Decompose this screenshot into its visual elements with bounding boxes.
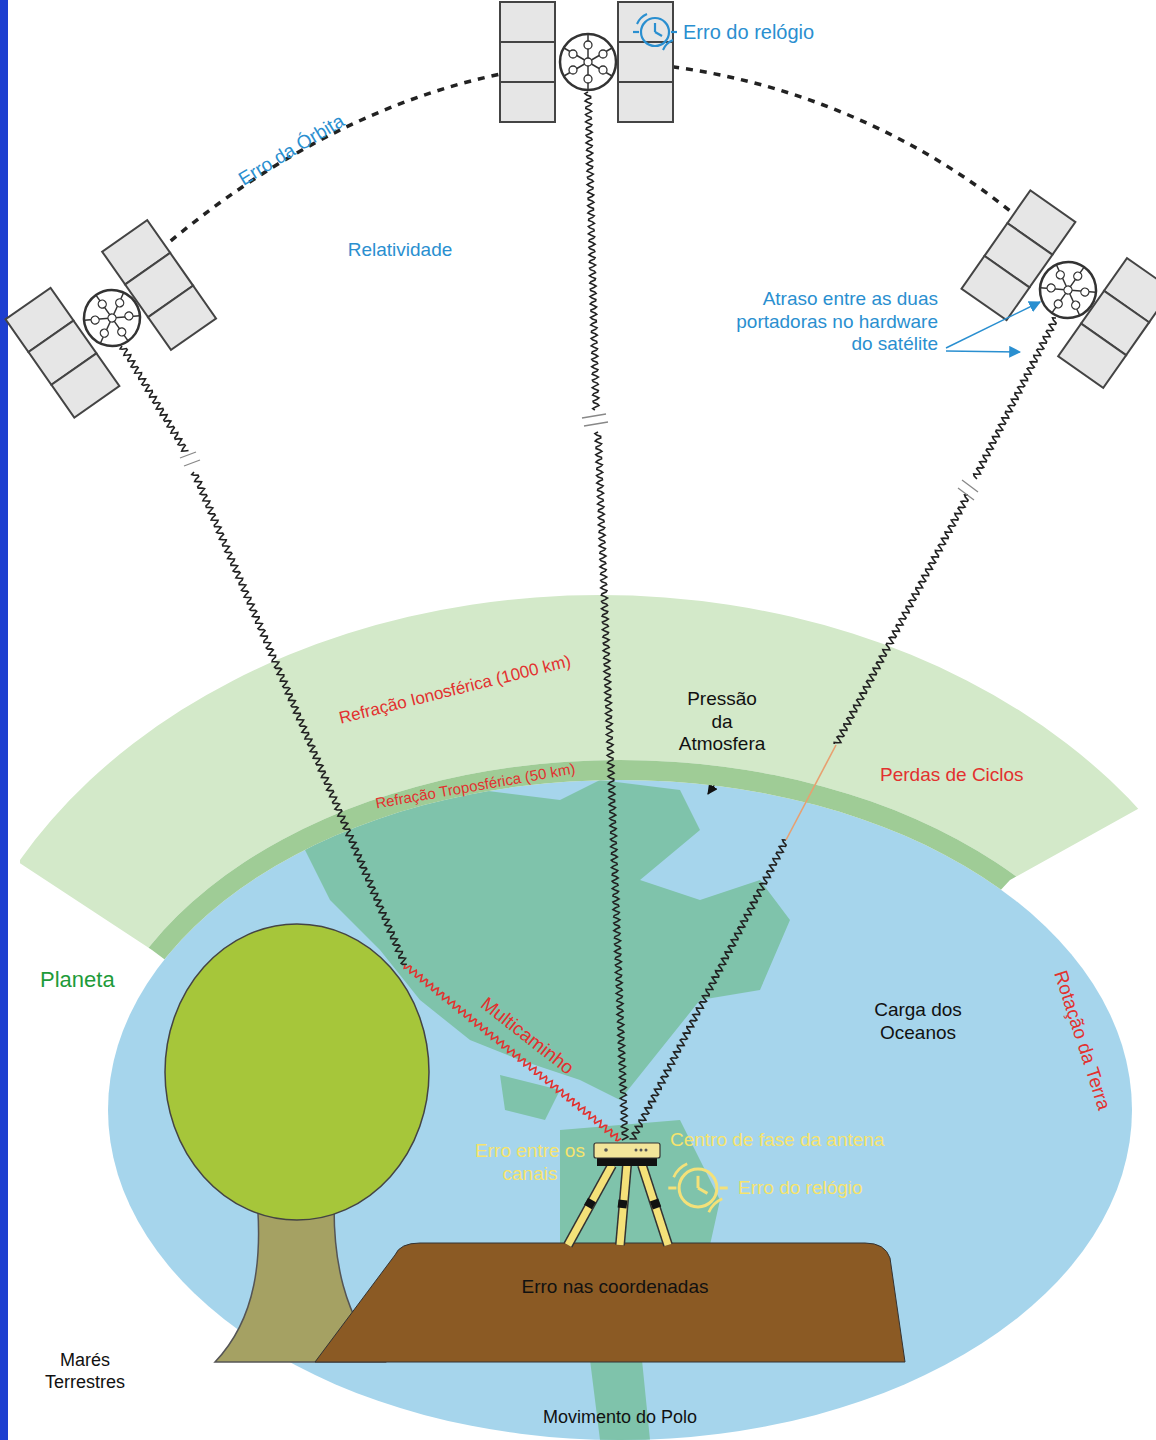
clock-icon	[668, 1164, 727, 1213]
error-label: Erro do relógio	[683, 20, 814, 44]
receiver	[635, 1149, 638, 1152]
troposphere-band-fill	[88, 760, 1150, 960]
tripod	[654, 1200, 657, 1208]
receiver	[640, 1149, 643, 1152]
signal-path	[595, 432, 628, 1140]
satellite	[962, 190, 1156, 388]
receiver-error-label: Erro do relógio	[738, 1177, 863, 1200]
tripod	[620, 1165, 627, 1245]
group-label: Planeta	[40, 967, 115, 993]
receiver-error-label: Erro entre os canais	[475, 1140, 585, 1186]
ionosphere-band-fill	[20, 595, 1150, 960]
tripod	[588, 1200, 592, 1207]
tripod	[642, 1165, 668, 1245]
signal-path	[192, 472, 407, 964]
receiver	[604, 1148, 608, 1152]
effect-label: Marés Terrestres	[35, 1350, 135, 1393]
receiver	[594, 1143, 660, 1166]
tripod	[568, 1165, 668, 1245]
effect-label: Rotação da Terra	[1049, 967, 1116, 1112]
tripod	[588, 1200, 657, 1208]
error-label: Erro nas coordenadas	[522, 1276, 709, 1299]
error-label: Erro da Órbita	[235, 109, 349, 190]
tripod	[622, 1200, 623, 1208]
break-mark	[180, 452, 200, 466]
break-mark	[582, 414, 608, 426]
earth-ellipse	[108, 780, 1132, 1440]
leader-arrow	[946, 302, 1040, 352]
multipath-signal	[404, 965, 621, 1141]
signal-path	[974, 318, 1056, 479]
receiver	[594, 1143, 660, 1158]
effect-label: Movimento do Polo	[543, 1407, 697, 1429]
tripod	[568, 1165, 612, 1245]
tripod	[642, 1165, 668, 1245]
callout-text: Atraso entre as duas portadoras no hardw…	[713, 288, 938, 356]
receiver	[645, 1149, 648, 1152]
error-label: Perdas de Ciclos	[880, 764, 1024, 787]
tripod	[568, 1165, 668, 1245]
receiver-error-label: Centro de fase da antena	[670, 1129, 884, 1152]
effect-label: Carga dos Oceanos	[868, 999, 968, 1045]
cycle-slip-segment	[786, 745, 836, 840]
signal-path	[834, 495, 968, 744]
effect-label: Relatividade	[348, 239, 453, 262]
signal-path	[629, 840, 786, 1139]
tripod	[568, 1165, 668, 1245]
break-mark	[958, 480, 978, 500]
signal-path	[120, 346, 188, 451]
side-bar	[0, 0, 8, 1440]
tree-crown	[165, 924, 429, 1220]
effect-label: Pressão da Atmosfera	[676, 688, 768, 756]
band-label: Refração Troposférica (50 km)	[374, 760, 577, 813]
signal-path	[585, 92, 599, 410]
error-label: Multicaminho	[476, 993, 578, 1080]
leader-arrow	[946, 302, 1040, 348]
tripod	[568, 1165, 612, 1245]
satellite	[6, 220, 217, 418]
clock-icon	[633, 14, 677, 50]
tripod	[620, 1165, 627, 1245]
leader-arrow	[946, 351, 1020, 352]
ground-mound	[315, 1243, 905, 1362]
